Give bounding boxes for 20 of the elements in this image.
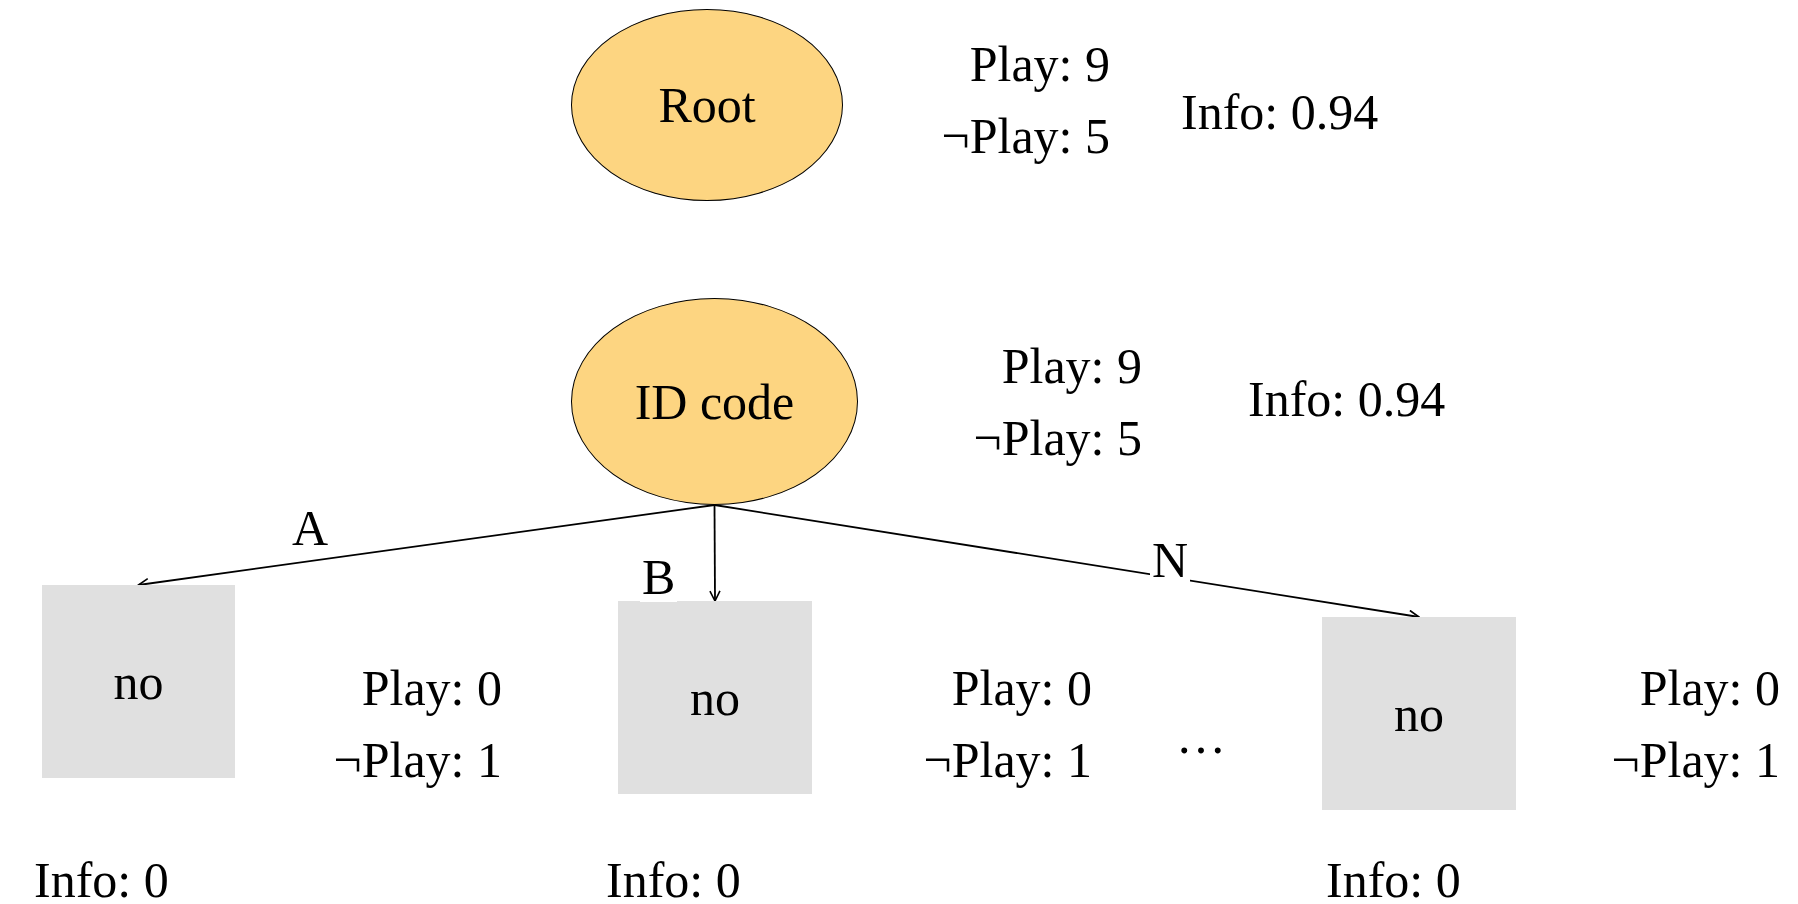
count-text: Play: 9 ¬Play: 5: [940, 35, 1110, 166]
info-text: Info: 0: [1326, 851, 1461, 904]
node-label: ID code: [634, 376, 795, 427]
count-text: Play: 0 ¬Play: 1: [922, 659, 1092, 790]
info-text: Info: 0.94: [1248, 370, 1446, 429]
count-text: Play: 0 ¬Play: 1: [332, 659, 502, 790]
info-text: Info: 0: [606, 851, 741, 904]
ellipsis-text: …: [1176, 707, 1226, 766]
node-label: no: [113, 656, 164, 707]
node-label: Root: [658, 80, 756, 130]
arrow: [709, 504, 721, 602]
count-text: Play: 0 ¬Play: 1: [1610, 659, 1780, 790]
count-text: Play: 9 ¬Play: 5: [972, 337, 1142, 468]
info-text: Info: 0: [34, 851, 169, 904]
node-label: no: [1394, 688, 1444, 739]
leaf-box: [1322, 617, 1516, 810]
node-label: no: [690, 672, 740, 723]
info-text: Info: 0.94: [1181, 83, 1379, 142]
leaf-box: [618, 601, 812, 794]
leaf-box: [42, 585, 235, 778]
